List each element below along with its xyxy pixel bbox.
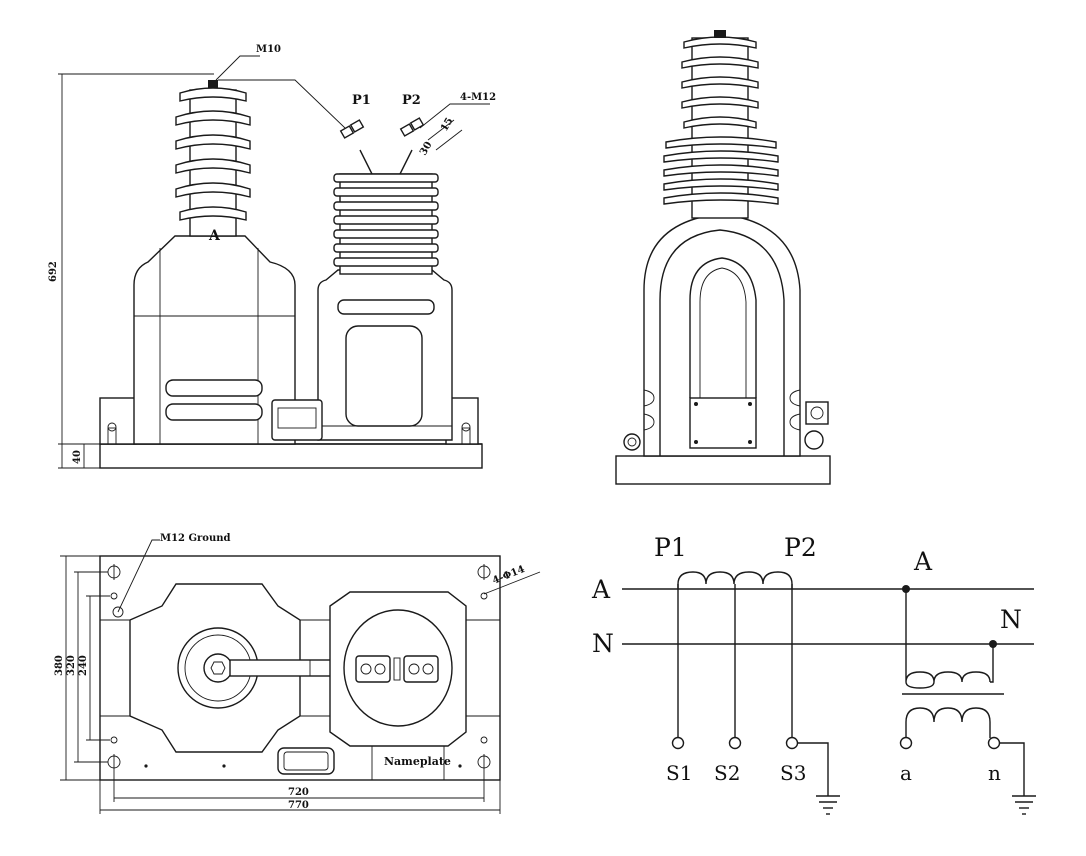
label-p2-front: P2 xyxy=(402,93,421,108)
label-p1-front: P1 xyxy=(352,93,371,108)
callout-4m12: 4-M12 xyxy=(460,92,496,103)
line-label-n: N xyxy=(592,629,614,658)
dim-770: 770 xyxy=(288,800,309,811)
nameplate-label: Nameplate xyxy=(384,755,451,768)
dim-240: 240 xyxy=(78,655,89,676)
primary-label-p1: P1 xyxy=(654,533,687,562)
node-label-a: A xyxy=(913,547,933,576)
side-view xyxy=(615,30,831,485)
dim-380: 380 xyxy=(54,655,65,676)
dim-base-40: 40 xyxy=(72,450,83,464)
wiring-schematic: A N P1 P2 S1 S2 S3 A N xyxy=(591,533,1036,815)
terminal-n: n xyxy=(988,761,1001,785)
terminal-a: a xyxy=(900,761,912,785)
dim-320: 320 xyxy=(66,655,77,676)
terminal-s3: S3 xyxy=(780,761,806,785)
node-label-n: N xyxy=(1000,605,1022,634)
dim-height-692: 692 xyxy=(48,261,59,282)
left-insulator xyxy=(175,80,251,237)
dim-30: 30 xyxy=(418,140,435,158)
dim-720: 720 xyxy=(288,787,309,798)
dim-15: 15 xyxy=(439,116,456,134)
callout-m12-ground: M12 Ground xyxy=(160,533,230,544)
label-a-front: A xyxy=(208,228,221,244)
front-view: A P1 P2 M10 xyxy=(48,44,496,469)
right-insulator xyxy=(333,173,439,275)
top-view: Nameplate M12 Ground 4-Φ14 380 320 240 7… xyxy=(54,533,541,814)
terminal-s1: S1 xyxy=(666,761,692,785)
terminal-s2: S2 xyxy=(714,761,740,785)
callout-m10: M10 xyxy=(256,44,281,55)
primary-label-p2: P2 xyxy=(784,533,817,562)
side-insulator xyxy=(663,30,779,219)
line-label-a: A xyxy=(591,575,611,604)
